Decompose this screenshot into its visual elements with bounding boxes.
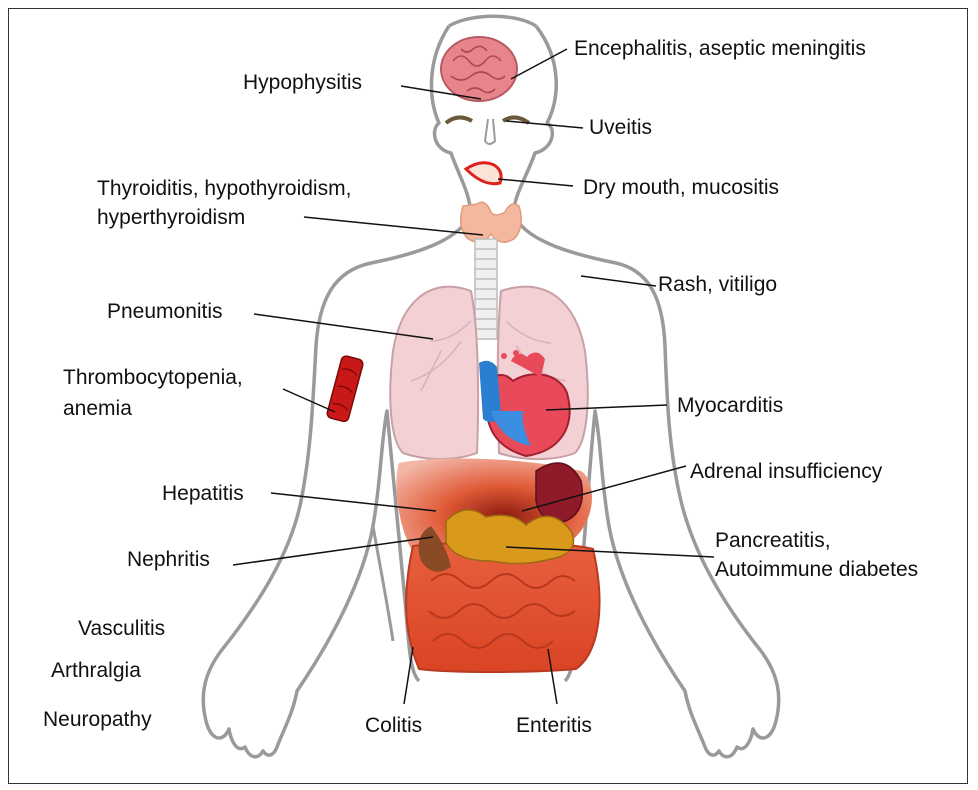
left-lung: [390, 287, 478, 459]
label-hypophysitis: Hypophysitis: [243, 69, 362, 96]
label-thyroiditis-1: Thyroiditis, hypothyroidism,: [97, 175, 351, 202]
label-myocarditis: Myocarditis: [677, 392, 783, 419]
label-adrenal: Adrenal insufficiency: [690, 458, 882, 485]
diagram-frame: Encephalitis, aseptic meningitis Hypophy…: [8, 8, 968, 784]
label-neuropathy: Neuropathy: [43, 706, 152, 733]
label-encephalitis: Encephalitis, aseptic meningitis: [574, 35, 866, 62]
label-enteritis: Enteritis: [516, 712, 592, 739]
mouth: [466, 163, 501, 184]
thyroid: [461, 202, 522, 242]
label-colitis: Colitis: [365, 712, 422, 739]
label-thrombocytopenia-2: anemia: [63, 395, 132, 422]
label-uveitis: Uveitis: [589, 114, 652, 141]
label-thrombocytopenia-1: Thrombocytopenia,: [63, 364, 243, 391]
label-pneumonitis: Pneumonitis: [107, 298, 223, 325]
adrenal-gland: [536, 463, 582, 522]
label-pancreatitis-2: Autoimmune diabetes: [715, 556, 918, 583]
blood-sample: [326, 355, 364, 423]
body-diagram: [9, 9, 969, 785]
trachea: [475, 239, 497, 339]
label-pancreatitis-1: Pancreatitis,: [715, 527, 831, 554]
head-top: [449, 16, 536, 26]
label-rash: Rash, vitiligo: [658, 271, 777, 298]
nose: [485, 119, 495, 144]
label-vasculitis: Vasculitis: [78, 615, 165, 642]
pancreas: [446, 510, 574, 564]
label-thyroiditis-2: hyperthyroidism: [97, 204, 245, 231]
label-hepatitis: Hepatitis: [162, 480, 244, 507]
label-arthralgia: Arthralgia: [51, 657, 141, 684]
label-dry-mouth: Dry mouth, mucositis: [583, 174, 779, 201]
label-nephritis: Nephritis: [127, 546, 210, 573]
left-eye: [446, 117, 472, 123]
